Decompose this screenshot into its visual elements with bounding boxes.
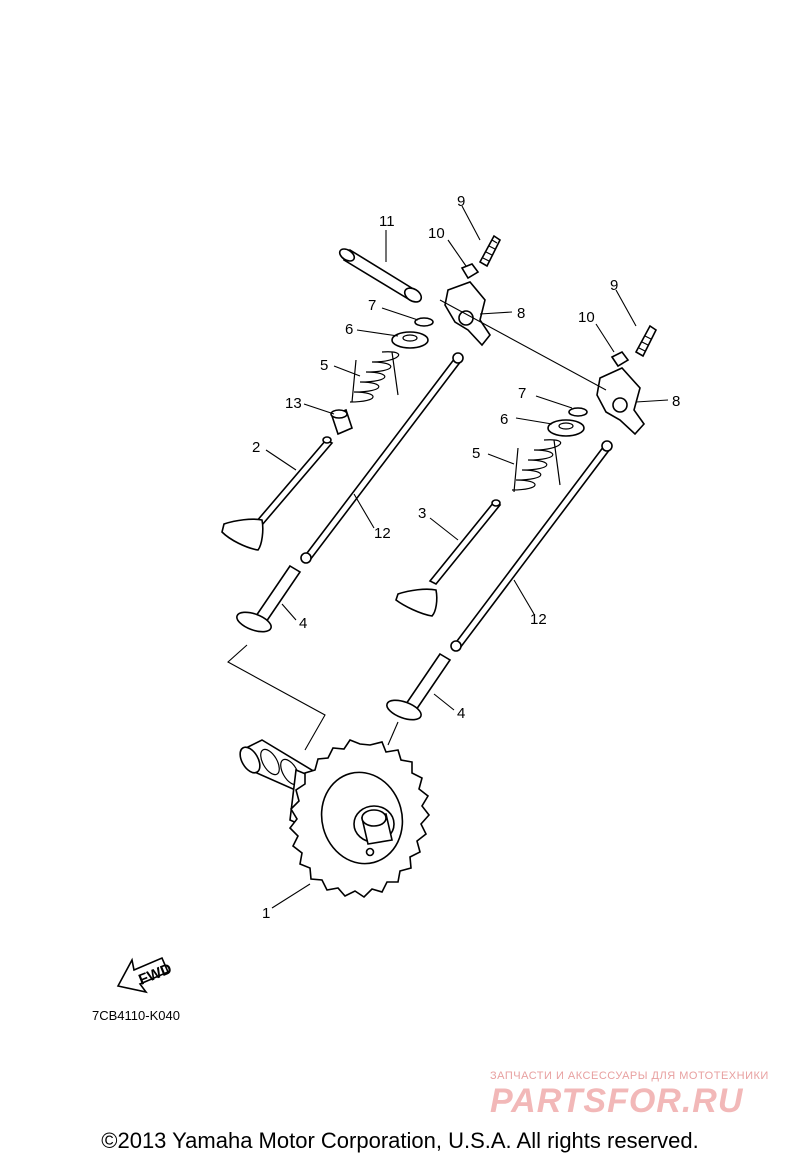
push-rod-left <box>300 352 464 564</box>
callout-5-left: 5 <box>320 357 328 374</box>
adjust-screw-left <box>478 234 502 268</box>
adjust-screw-right <box>634 324 658 358</box>
callout-7-right: 7 <box>518 385 526 402</box>
leader-lines <box>265 205 669 909</box>
rocker-shaft <box>338 248 423 303</box>
lifter-guide-line <box>227 644 326 751</box>
cam-gear <box>288 739 431 899</box>
copyright-notice: ©2013 Yamaha Motor Corporation, U.S.A. A… <box>101 1128 699 1153</box>
push-rod-right <box>450 440 613 652</box>
diagram-code: 7CB4110-K040 <box>92 1008 180 1023</box>
rocker-arm-left <box>444 281 491 347</box>
spring-retainer-right <box>547 419 585 437</box>
valve-cotter-left <box>414 317 434 327</box>
rocker-arm-right <box>596 367 646 436</box>
callout-9-left: 9 <box>457 193 465 210</box>
callout-5-right: 5 <box>472 445 480 462</box>
callout-13: 13 <box>285 395 302 412</box>
lock-nut-left <box>460 263 480 280</box>
callout-10-left: 10 <box>428 225 445 242</box>
callout-6-right: 6 <box>500 411 508 428</box>
callout-9-right: 9 <box>610 277 618 294</box>
forward-direction-arrow <box>116 956 170 994</box>
callout-4-left: 4 <box>299 615 307 632</box>
callout-10-right: 10 <box>578 309 595 326</box>
callout-4-right: 4 <box>457 705 465 722</box>
intake-valve <box>221 436 334 551</box>
callout-11: 11 <box>379 213 395 230</box>
lifter-guide-line-right <box>387 721 399 746</box>
callout-1: 1 <box>262 905 270 922</box>
exhaust-valve <box>395 499 502 617</box>
valve-lifter-right <box>386 652 452 721</box>
valve-spring-right <box>511 439 562 493</box>
callout-8-left: 8 <box>517 305 525 322</box>
callout-8-right: 8 <box>672 393 680 410</box>
callout-12-right: 12 <box>530 611 547 628</box>
valve-cotter-right <box>568 407 588 417</box>
valve-lifter-left <box>236 564 302 633</box>
callout-6-left: 6 <box>345 321 353 338</box>
callout-12-left: 12 <box>374 525 391 542</box>
callout-3: 3 <box>418 505 426 522</box>
spring-retainer-left <box>391 331 429 349</box>
fwd-label: FWD <box>136 960 174 989</box>
callout-7-left: 7 <box>368 297 376 314</box>
callout-numbers: 11 9 10 8 7 6 5 13 2 12 4 9 10 8 7 6 5 3… <box>252 193 680 922</box>
lock-nut-right <box>610 350 630 368</box>
valve-spring-left <box>349 351 400 403</box>
watermark-tagline: ЗАПЧАСТИ И АКСЕССУАРЫ ДЛЯ МОТОТЕХНИКИ <box>490 1070 769 1082</box>
watermark-logo: PARTSFOR.RU <box>490 1082 744 1120</box>
valve-stem-seal <box>330 408 353 436</box>
callout-2: 2 <box>252 439 260 456</box>
